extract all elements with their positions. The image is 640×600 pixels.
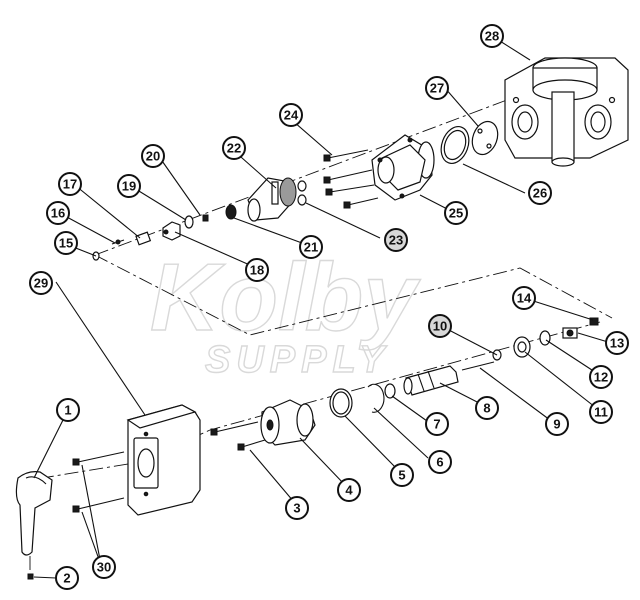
callout-25: 25 (444, 201, 468, 225)
o-ring-5 (329, 388, 353, 418)
stem (403, 365, 459, 396)
small-o-rings (297, 180, 307, 206)
callout-7: 7 (425, 412, 449, 436)
gasket-plate (471, 120, 499, 156)
callout-16: 16 (46, 201, 70, 225)
callout-14: 14 (512, 286, 536, 310)
svg-text:15: 15 (59, 236, 73, 251)
handle-lever (15, 471, 53, 556)
callout-12: 12 (589, 365, 613, 389)
callout-4: 4 (337, 478, 361, 502)
callout-2: 2 (55, 566, 79, 590)
svg-text:20: 20 (146, 149, 160, 164)
svg-text:25: 25 (449, 206, 463, 221)
connecting-axis (94, 254, 613, 336)
svg-text:27: 27 (430, 81, 444, 96)
svg-text:16: 16 (51, 206, 65, 221)
ring-7 (384, 383, 396, 399)
svg-text:3: 3 (293, 501, 300, 516)
washer-19 (184, 215, 194, 229)
callout-27: 27 (425, 76, 449, 100)
retaining-clip (367, 383, 385, 413)
retainer (135, 231, 152, 246)
stop-nut (562, 327, 578, 339)
housing-screws (323, 149, 379, 209)
spring (225, 204, 237, 220)
svg-text:10: 10 (433, 319, 447, 334)
svg-text:19: 19 (122, 179, 136, 194)
callout-13: 13 (605, 331, 629, 355)
callout-5: 5 (390, 463, 414, 487)
callouts: 1 2 3 4 5 6 7 8 9 10 11 12 13 14 15 16 1… (29, 24, 629, 590)
watermark-sub: SUPPLY (205, 339, 390, 381)
large-o-ring (440, 126, 470, 164)
rod (461, 361, 495, 371)
mounting-screws (72, 451, 125, 513)
svg-text:24: 24 (284, 108, 299, 123)
svg-text:13: 13 (610, 336, 624, 351)
callout-20: 20 (141, 144, 165, 168)
cartridge (260, 399, 316, 446)
callout-18: 18 (245, 258, 269, 282)
svg-text:18: 18 (250, 263, 264, 278)
valve-body (504, 57, 629, 167)
callout-22: 22 (222, 136, 246, 160)
svg-text:22: 22 (227, 141, 241, 156)
small-screw-14 (589, 317, 599, 326)
set-screw (27, 573, 34, 580)
bushing (513, 336, 531, 358)
svg-text:23: 23 (389, 233, 403, 248)
svg-text:9: 9 (553, 417, 560, 432)
cylinder-housing (371, 134, 435, 201)
svg-text:30: 30 (97, 560, 111, 575)
washer-12 (539, 330, 551, 346)
svg-text:4: 4 (345, 483, 353, 498)
callout-6: 6 (428, 450, 452, 474)
svg-text:14: 14 (517, 291, 532, 306)
callout-26: 26 (528, 181, 552, 205)
svg-text:1: 1 (64, 403, 71, 418)
callout-24: 24 (279, 103, 303, 127)
pin (111, 239, 125, 245)
callout-9: 9 (545, 412, 569, 436)
callout-3: 3 (285, 496, 309, 520)
svg-text:21: 21 (304, 240, 318, 255)
callout-11: 11 (589, 400, 613, 424)
svg-text:17: 17 (63, 177, 77, 192)
callout-8: 8 (475, 396, 499, 420)
svg-text:7: 7 (433, 417, 440, 432)
small-washer-20 (202, 214, 209, 222)
cartridge-screws (210, 421, 266, 451)
callout-19: 19 (117, 174, 141, 198)
watermark-brand: Kolby (150, 244, 421, 351)
coupling (162, 221, 181, 241)
leader-lines (33, 35, 609, 579)
callout-30: 30 (92, 555, 116, 579)
svg-text:26: 26 (533, 186, 547, 201)
svg-text:28: 28 (485, 29, 499, 44)
svg-text:11: 11 (594, 405, 608, 420)
svg-text:29: 29 (34, 276, 48, 291)
svg-text:5: 5 (398, 468, 405, 483)
escutcheon-plate (126, 404, 201, 516)
callout-10: 10 (428, 314, 452, 338)
svg-text:2: 2 (63, 571, 70, 586)
callout-29: 29 (29, 271, 53, 295)
svg-text:12: 12 (594, 370, 608, 385)
callout-15: 15 (54, 231, 78, 255)
callout-28: 28 (480, 24, 504, 48)
callout-23: 23 (384, 228, 408, 252)
svg-text:6: 6 (436, 455, 443, 470)
callout-17: 17 (58, 172, 82, 196)
cartridge-body (247, 177, 297, 222)
callout-1: 1 (56, 398, 80, 422)
svg-text:8: 8 (483, 401, 490, 416)
callout-21: 21 (299, 235, 323, 259)
watermark: Kolby SUPPLY (149, 243, 422, 381)
